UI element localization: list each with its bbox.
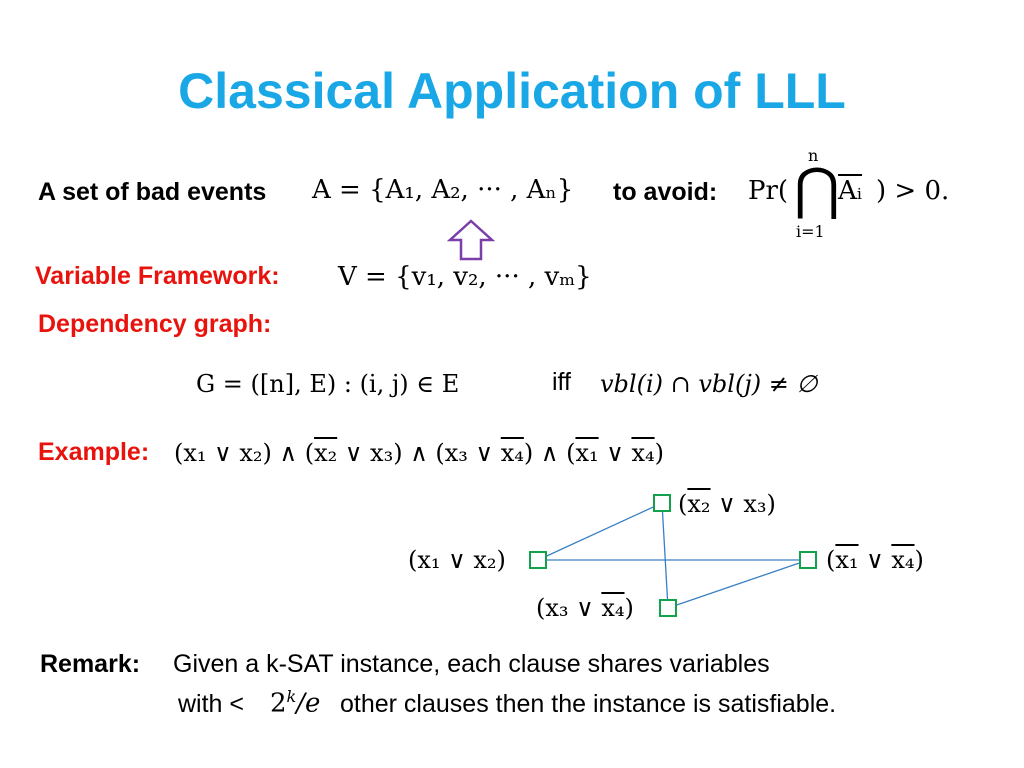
node-label-part: ) [914, 546, 924, 574]
slide-title: Classical Application of LLL [178, 63, 846, 119]
node-label-part: (x₃ ∨ [536, 594, 602, 622]
node-right-label: (x₁ ∨ x₄) [826, 546, 924, 574]
remark-line-2-suffix: other clauses then the instance is satis… [340, 690, 837, 718]
node-label-part: ∨ [858, 546, 892, 574]
remark-bound-formula: 2k/e [270, 687, 320, 719]
bound-exponent: k [286, 687, 297, 706]
graph-node-top [653, 494, 671, 512]
big-intersection-symbol: ⋂ [794, 157, 840, 222]
graph-edge [661, 502, 669, 609]
node-negated-literal: x₄ [601, 594, 625, 622]
example-negated-literal: x₂ [314, 439, 338, 467]
to-avoid-label: to avoid: [613, 178, 718, 206]
graph-node-left [529, 551, 547, 569]
remark-label: Remark: [40, 650, 141, 678]
up-arrow-icon [447, 219, 495, 261]
bad-events-formula: A = {A₁, A₂, ··· , Aₙ} [312, 175, 574, 205]
node-bottom-label: (x₃ ∨ x₄) [536, 594, 634, 622]
bad-events-label: A set of bad events [38, 178, 267, 206]
node-negated-literal: x₄ [891, 546, 915, 574]
graph-edge [667, 559, 809, 609]
cap-upper-index: n [808, 146, 819, 165]
node-label-part: ( [826, 546, 836, 574]
bound-divisor: /e [296, 688, 321, 719]
remark-line-1: Given a k-SAT instance, each clause shar… [173, 650, 770, 678]
variable-framework-formula: V = {v₁, v₂, ··· , vₘ} [338, 262, 592, 292]
dependency-graph-label: Dependency graph: [38, 310, 272, 338]
example-part: ∨ x₃) ∧ (x₃ ∨ [337, 439, 501, 467]
iff-label: iff [552, 368, 571, 396]
remark-line-2-prefix: with < [178, 690, 245, 718]
pr-suffix: ) > 0. [876, 176, 950, 206]
example-formula: (x₁ ∨ x₂) ∧ (x₂ ∨ x₃) ∧ (x₃ ∨ x₄) ∧ (x₁ … [174, 439, 664, 467]
node-negated-literal: x₂ [687, 490, 711, 518]
complement-event: Aᵢ [838, 176, 863, 206]
example-negated-literal: x₄ [500, 439, 524, 467]
cap-lower-index: i=1 [796, 222, 825, 241]
example-negated-literal: x₁ [575, 439, 599, 467]
graph-node-right [799, 551, 817, 569]
graph-edge [537, 502, 663, 561]
node-negated-literal: x₁ [835, 546, 859, 574]
example-negated-literal: x₄ [631, 439, 655, 467]
variable-framework-label: Variable Framework: [35, 262, 280, 290]
dependency-formula-right: vbl(i) ∩ vbl(j) ≠ ∅ [600, 370, 818, 398]
example-part: ∨ [598, 439, 632, 467]
node-label-part: ) [624, 594, 634, 622]
bound-base: 2 [270, 688, 287, 719]
graph-node-bottom [659, 599, 677, 617]
node-label-part: ∨ x₃) [710, 490, 776, 518]
example-part: ) [654, 439, 664, 467]
dependency-formula-left: G = ([n], E) : (i, j) ∈ E [196, 370, 460, 398]
example-part: (x₁ ∨ x₂) ∧ ( [174, 439, 315, 467]
pr-prefix: Pr( [748, 176, 789, 206]
probability-formula: Pr( n ⋂ i=1 Aᵢ ) > 0. [748, 142, 958, 242]
example-part: ) ∧ ( [523, 439, 576, 467]
example-label: Example: [38, 438, 150, 466]
node-top-label: (x₂ ∨ x₃) [678, 490, 776, 518]
node-label-part: ( [678, 490, 688, 518]
node-left-label: (x₁ ∨ x₂) [408, 546, 506, 574]
